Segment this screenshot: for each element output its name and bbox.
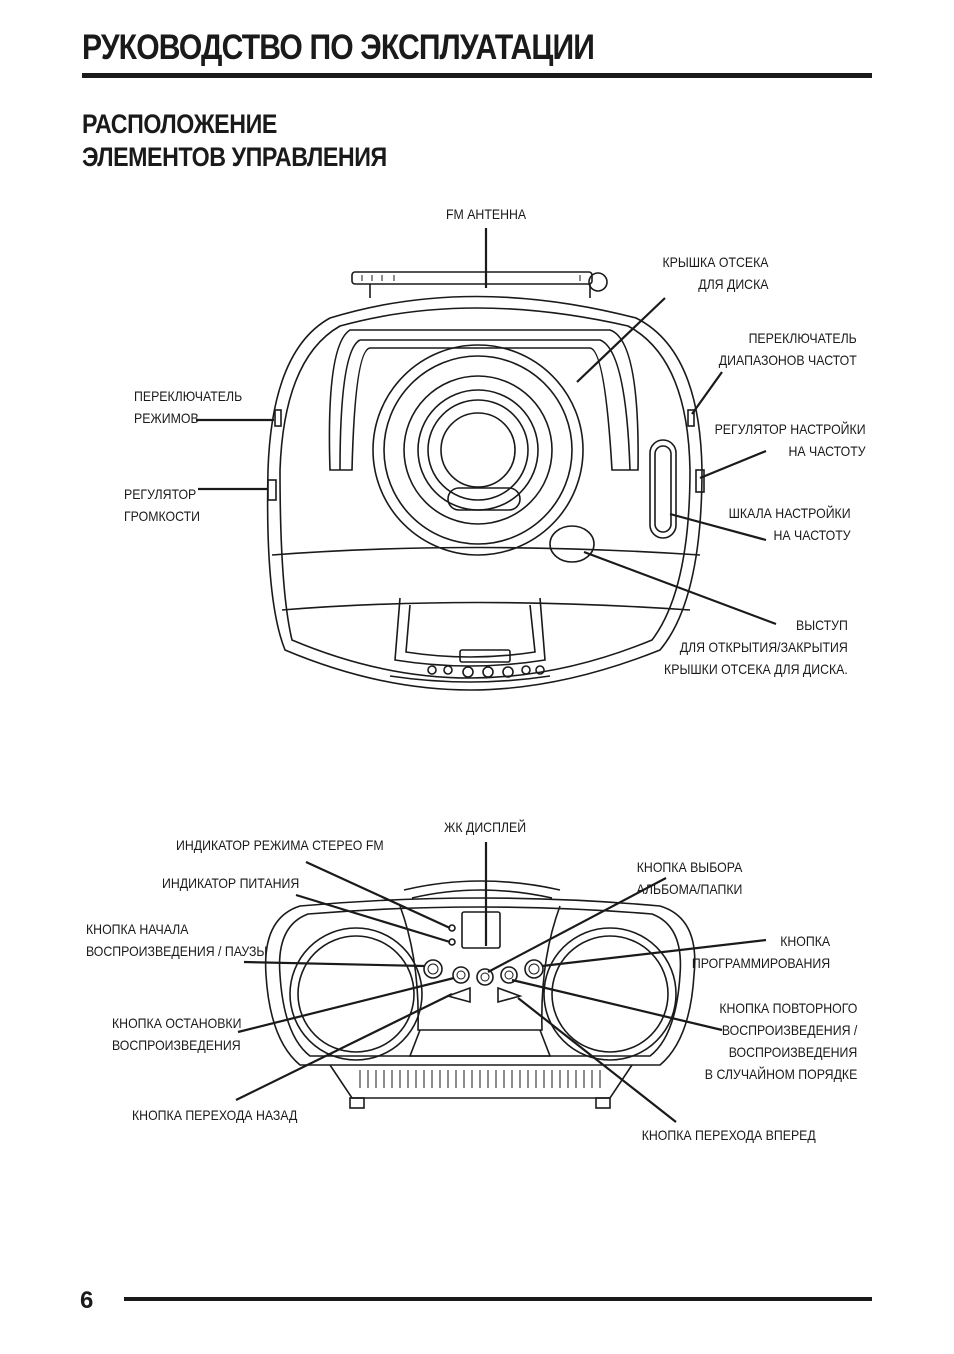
label-line: КНОПКА ПЕРЕХОДА ВПЕРЕД <box>641 1127 816 1143</box>
label-line: FM АНТЕННА <box>446 206 527 222</box>
label-play-pause-button: КНОПКА НАЧАЛА ВОСПРОИЗВЕДЕНИЯ / ПАУЗЫ <box>86 918 267 962</box>
label-line: ПЕРЕКЛЮЧАТЕЛЬ <box>134 388 243 404</box>
label-skip-forward-button: КНОПКА ПЕРЕХОДА ВПЕРЕД <box>642 1124 816 1146</box>
section-title-line: ЭЛЕМЕНТОВ УПРАВЛЕНИЯ <box>82 142 387 172</box>
label-line: ВЫСТУП <box>796 617 848 633</box>
label-line: КРЫШКИ ОТСЕКА ДЛЯ ДИСКА. <box>664 661 848 677</box>
label-volume-knob: РЕГУЛЯТОР ГРОМКОСТИ <box>124 483 200 527</box>
label-line: ДЛЯ ОТКРЫТИЯ/ЗАКРЫТИЯ <box>679 639 848 655</box>
label-mode-switch: ПЕРЕКЛЮЧАТЕЛЬ РЕЖИМОВ <box>134 385 242 429</box>
label-line: НА ЧАСТОТУ <box>788 443 866 459</box>
label-line: ВОСПРОИЗВЕДЕНИЯ <box>728 1044 857 1060</box>
top-view-diagram <box>196 228 777 691</box>
label-program-button: КНОПКА ПРОГРАММИРОВАНИЯ <box>692 930 830 974</box>
label-line: КНОПКА ОСТАНОВКИ <box>112 1015 242 1031</box>
title-rule <box>82 73 872 78</box>
label-lcd: ЖК ДИСПЛЕЙ <box>444 816 526 838</box>
label-line: ДИАПАЗОНОВ ЧАСТОТ <box>719 352 857 368</box>
section-title: РАСПОЛОЖЕНИЕ ЭЛЕМЕНТОВ УПРАВЛЕНИЯ <box>82 108 387 174</box>
label-line: КНОПКА <box>780 933 830 949</box>
label-line: РЕГУЛЯТОР НАСТРОЙКИ <box>715 421 866 437</box>
label-line: КНОПКА НАЧАЛА <box>86 921 189 937</box>
label-skip-back-button: КНОПКА ПЕРЕХОДА НАЗАД <box>132 1104 297 1126</box>
label-line: В СЛУЧАЙНОМ ПОРЯДКЕ <box>704 1066 857 1082</box>
label-line: ВОСПРОИЗВЕДЕНИЯ <box>112 1037 241 1053</box>
page-number: 6 <box>80 1287 94 1314</box>
page-title: РУКОВОДСТВО ПО ЭКСПЛУАТАЦИИ <box>82 28 595 67</box>
label-line: ВОСПРОИЗВЕДЕНИЯ / <box>721 1022 857 1038</box>
footer-rule <box>124 1297 872 1301</box>
label-line: АЛЬБОМА/ПАПКИ <box>636 881 742 897</box>
label-line: ПЕРЕКЛЮЧАТЕЛЬ <box>748 330 857 346</box>
label-tuning-scale: ШКАЛА НАСТРОЙКИ НА ЧАСТОТУ <box>729 502 851 546</box>
label-line: ВОСПРОИЗВЕДЕНИЯ / ПАУЗЫ <box>86 943 268 959</box>
label-band-switch: ПЕРЕКЛЮЧАТЕЛЬ ДИАПАЗОНОВ ЧАСТОТ <box>719 327 857 371</box>
label-line: КНОПКА ПОВТОРНОГО <box>719 1000 857 1016</box>
label-tuning-knob: РЕГУЛЯТОР НАСТРОЙКИ НА ЧАСТОТУ <box>715 418 866 462</box>
label-line: ДЛЯ ДИСКА <box>697 276 768 292</box>
label-stop-button: КНОПКА ОСТАНОВКИ ВОСПРОИЗВЕДЕНИЯ <box>112 1012 241 1056</box>
label-line: ИНДИКАТОР ПИТАНИЯ <box>162 875 300 891</box>
label-line: РЕГУЛЯТОР <box>124 486 197 502</box>
label-fm-stereo-indicator: ИНДИКАТОР РЕЖИМА СТЕРЕО FM <box>176 834 384 856</box>
label-line: ГРОМКОСТИ <box>124 508 200 524</box>
label-line: ЖК ДИСПЛЕЙ <box>444 819 527 835</box>
label-power-indicator: ИНДИКАТОР ПИТАНИЯ <box>162 872 299 894</box>
label-line: КНОПКА ВЫБОРА <box>636 859 742 875</box>
label-repeat-button: КНОПКА ПОВТОРНОГО ВОСПРОИЗВЕДЕНИЯ / ВОСП… <box>704 997 857 1085</box>
label-line: ШКАЛА НАСТРОЙКИ <box>729 505 851 521</box>
section-title-line: РАСПОЛОЖЕНИЕ <box>82 109 277 139</box>
label-fm-antenna: FM АНТЕННА <box>446 203 526 225</box>
label-line: КРЫШКА ОТСЕКА <box>661 254 768 270</box>
label-line: ИНДИКАТОР РЕЖИМА СТЕРЕО FM <box>176 837 384 853</box>
label-line: КНОПКА ПЕРЕХОДА НАЗАД <box>132 1107 298 1123</box>
label-lid-tab: ВЫСТУП ДЛЯ ОТКРЫТИЯ/ЗАКРЫТИЯ КРЫШКИ ОТСЕ… <box>664 614 848 680</box>
label-disc-lid: КРЫШКА ОТСЕКА ДЛЯ ДИСКА <box>662 251 768 295</box>
label-line: НА ЧАСТОТУ <box>773 527 851 543</box>
label-line: РЕЖИМОВ <box>134 410 199 426</box>
label-album-button: КНОПКА ВЫБОРА АЛЬБОМА/ПАПКИ <box>636 856 742 900</box>
label-line: ПРОГРАММИРОВАНИЯ <box>691 955 830 971</box>
front-view-diagram <box>235 842 767 1123</box>
